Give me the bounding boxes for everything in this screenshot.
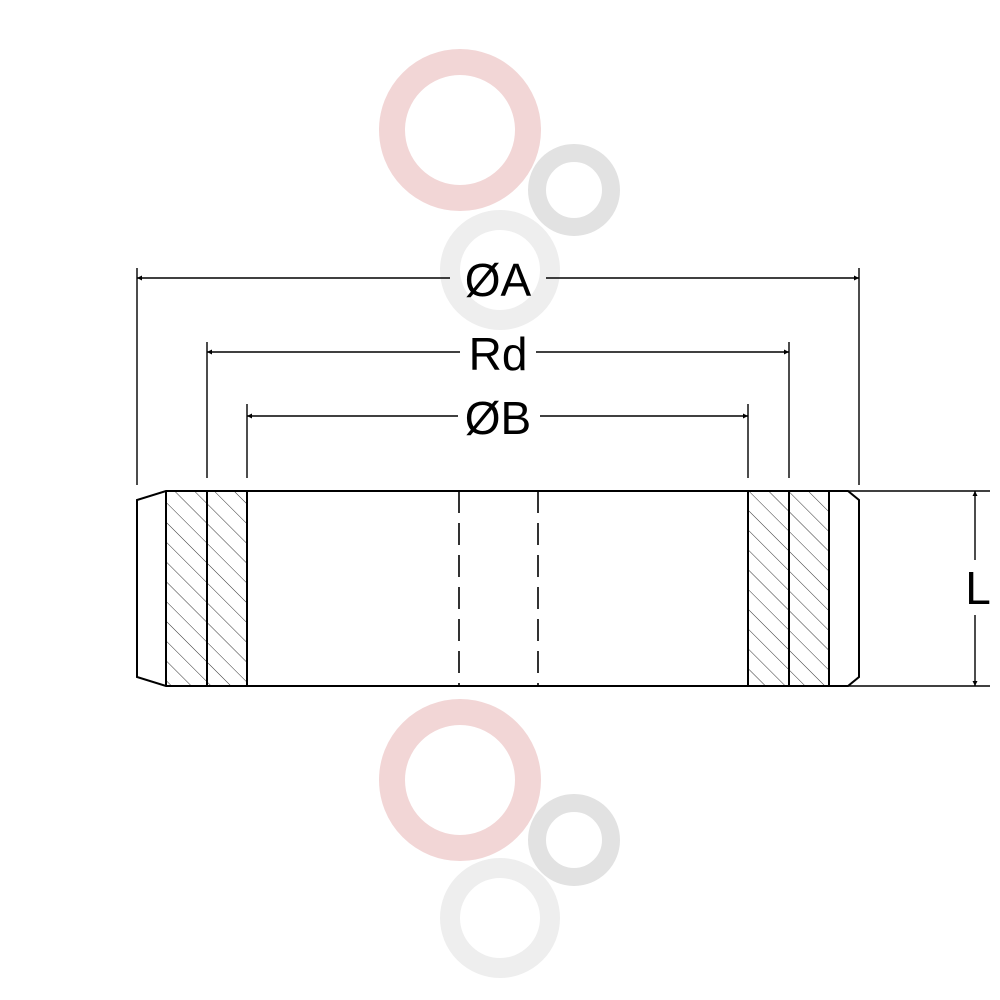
hidden-bore-lines (458, 491, 539, 686)
dimension-reference-diameter: Rd (207, 328, 789, 380)
ring-outline (136, 490, 860, 687)
outer-diameter-label: ØA (465, 254, 532, 306)
ring-body (136, 490, 860, 687)
dimension-length: L (965, 491, 991, 686)
extension-lines (136, 268, 990, 687)
watermark-logo-top (379, 49, 620, 330)
length-label: L (965, 562, 991, 614)
dimension-inner-diameter: ØB (247, 392, 748, 444)
dimension-outer-diameter: ØA (137, 254, 859, 306)
reference-diameter-label: Rd (469, 328, 528, 380)
inner-diameter-label: ØB (465, 392, 531, 444)
watermark-logo-bottom (379, 699, 620, 978)
